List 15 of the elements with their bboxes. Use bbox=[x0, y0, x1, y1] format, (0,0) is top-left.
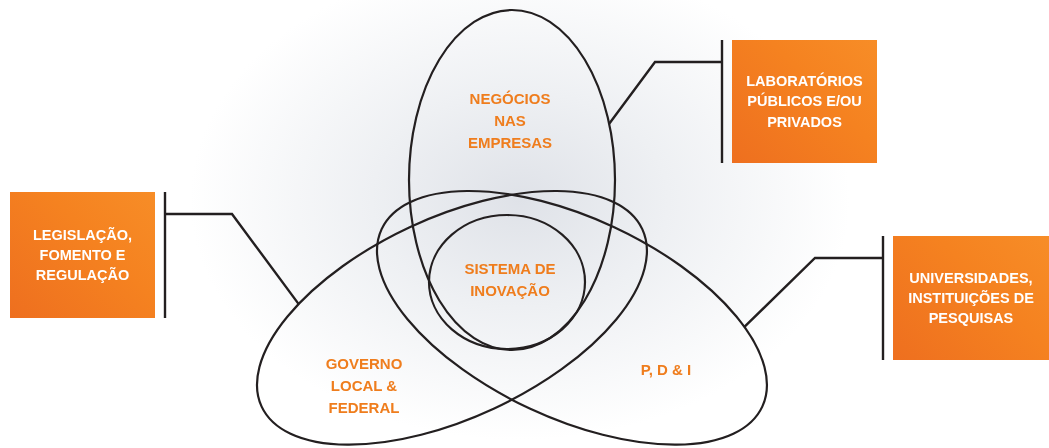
ellipse bbox=[407, 8, 617, 352]
circle bbox=[427, 213, 587, 351]
label-box bbox=[10, 192, 155, 318]
ellipse-label: P, D & I bbox=[639, 360, 693, 381]
ellipse-label: NEGÓCIOS NAS EMPRESAS bbox=[466, 89, 554, 153]
box-label: LEGISLAÇÃO, FOMENTO E REGULAÇÃO bbox=[31, 225, 134, 286]
leader-line bbox=[163, 190, 300, 320]
box-label: UNIVERSIDADES, INSTITUIÇÕES DE PESQUISAS bbox=[907, 268, 1035, 329]
label-box bbox=[893, 236, 1049, 360]
box-label: LABORATÓRIOS PÚBLICOS E/OU PRIVADOS bbox=[745, 71, 864, 132]
ellipse-label: SISTEMA DE INOVAÇÃO bbox=[463, 259, 557, 301]
leader-line bbox=[743, 234, 885, 362]
label-box bbox=[732, 40, 877, 163]
leader-line bbox=[608, 38, 724, 165]
ellipse-label: GOVERNO LOCAL & FEDERAL bbox=[324, 354, 404, 418]
